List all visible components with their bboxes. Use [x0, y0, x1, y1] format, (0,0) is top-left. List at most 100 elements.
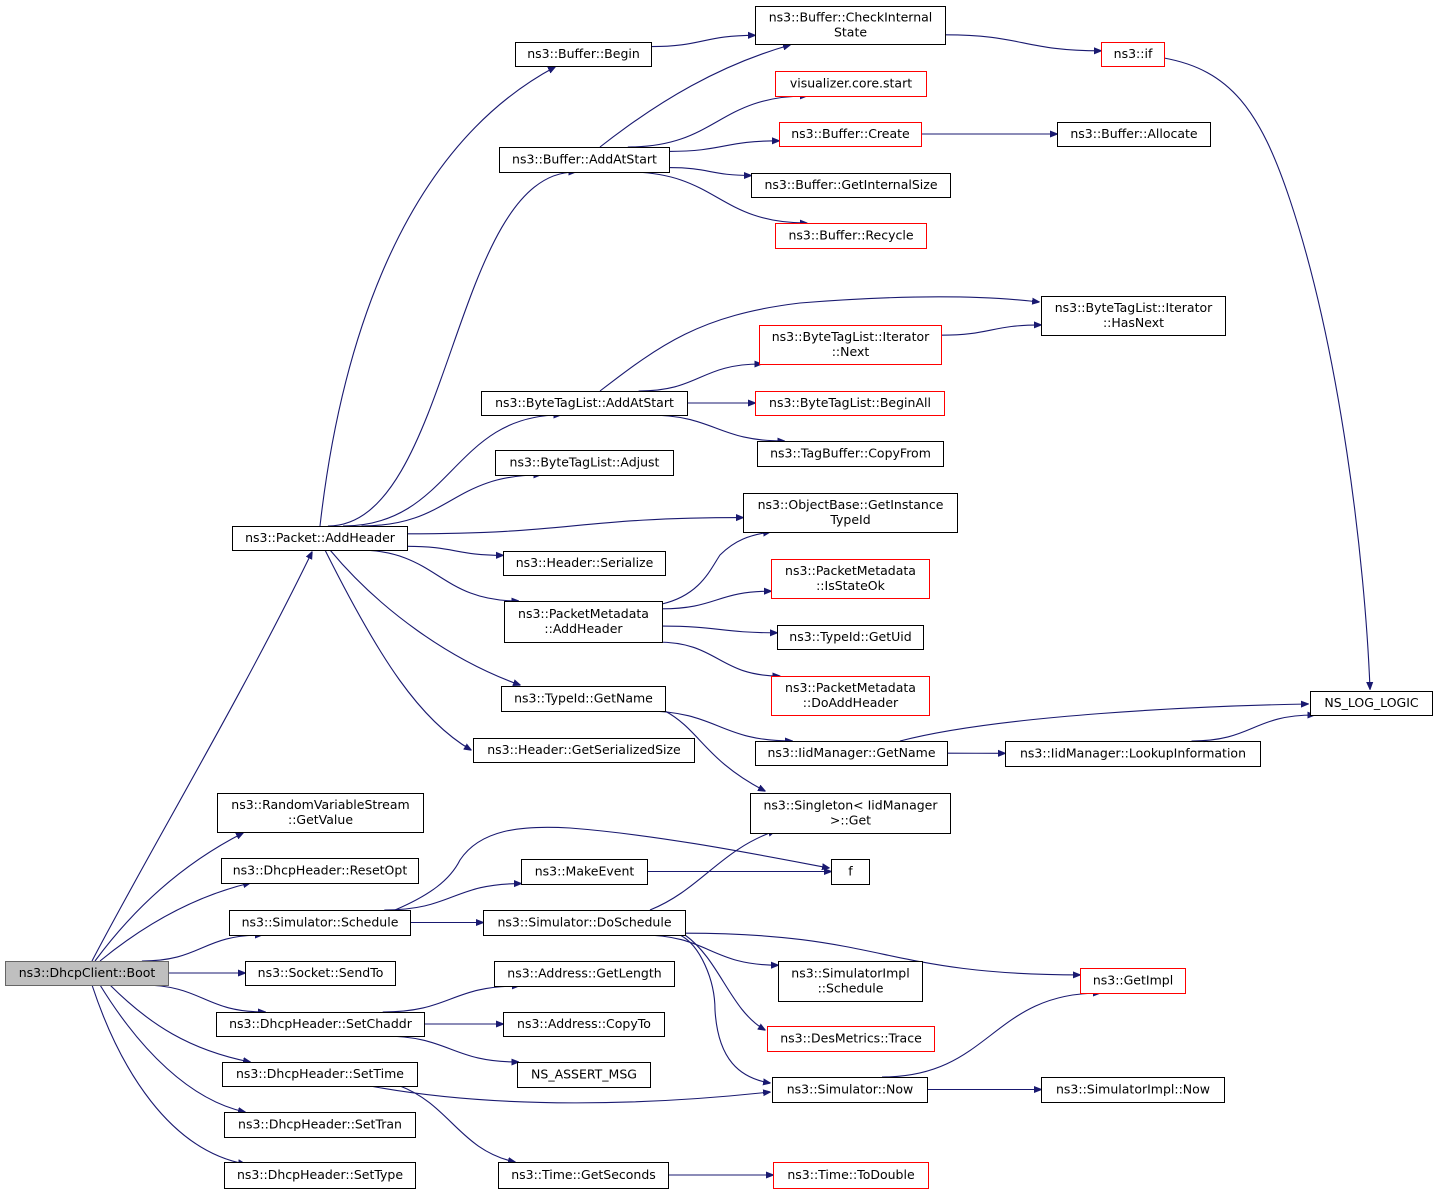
edge-packet-addheader-to-objectbase-getinstancetypeid [406, 518, 743, 535]
node-label: ns3::Time::GetSeconds [511, 1167, 656, 1182]
node-rvs-getvalue[interactable]: ns3::RandomVariableStream::GetValue [217, 793, 424, 833]
node-label: ns3::GetImpl [1093, 973, 1173, 988]
node-box [216, 1012, 425, 1037]
node-address-getlength[interactable]: ns3::Address::GetLength [494, 961, 675, 987]
edges-layer [91, 35, 1370, 1175]
edge-iidmanager-getname-to-ns-log-logic [899, 704, 1308, 742]
edge-packet-addheader-to-btl-addatstart [342, 415, 561, 527]
node-f[interactable]: f [831, 859, 870, 885]
node-typeid-getname[interactable]: ns3::TypeId::GetName [501, 686, 666, 712]
edge-dhcpclient-boot-to-rvs-getvalue [94, 833, 243, 962]
node-pm-doaddheader[interactable]: ns3::PacketMetadata::DoAddHeader [771, 676, 930, 716]
node-label: State [834, 25, 867, 40]
node-box [5, 961, 169, 986]
node-box [494, 961, 675, 987]
edge-btl-iter-next-to-btl-iter-hasnext [940, 325, 1041, 336]
edge-packet-addheader-to-buffer-addatstart [327, 172, 575, 527]
node-box [767, 1026, 935, 1052]
node-label: ns3::Time::ToDouble [787, 1167, 915, 1182]
node-box [777, 625, 924, 650]
edge-simulator-doschedule-to-simulatorimpl-schedule [640, 934, 778, 965]
node-header-getserializedsize[interactable]: ns3::Header::GetSerializedSize [473, 738, 695, 763]
node-buffer-allocate[interactable]: ns3::Buffer::Allocate [1057, 122, 1211, 147]
node-box [755, 741, 948, 766]
edge-pm-addheader-to-objectbase-getinstancetypeid [661, 532, 770, 605]
node-buffer-begin[interactable]: ns3::Buffer::Begin [515, 42, 652, 67]
node-pm-addheader[interactable]: ns3::PacketMetadata::AddHeader [504, 601, 663, 643]
node-btl-addatstart[interactable]: ns3::ByteTagList::AddAtStart [481, 391, 688, 416]
edge-btl-addatstart-to-tagbuffer-copyfrom [647, 414, 784, 441]
node-singleton-get[interactable]: ns3::Singleton< IidManager>::Get [750, 793, 951, 834]
node-buffer-addatstart[interactable]: ns3::Buffer::AddAtStart [499, 147, 670, 173]
node-tagbuffer-copyfrom[interactable]: ns3::TagBuffer::CopyFrom [757, 441, 944, 467]
node-buffer-create[interactable]: ns3::Buffer::Create [779, 122, 922, 147]
node-box [743, 493, 958, 533]
node-dhcpheader-settime[interactable]: ns3::DhcpHeader::SetTime [222, 1062, 418, 1087]
edge-packet-addheader-to-header-getserializedsize [324, 549, 471, 750]
node-box [515, 42, 652, 67]
node-typeid-getuid[interactable]: ns3::TypeId::GetUid [777, 625, 924, 650]
edge-packet-addheader-to-buffer-begin [319, 67, 555, 527]
node-label: ::Next [832, 344, 870, 359]
edge-buffer-addatstart-to-buffer-recycle [627, 171, 807, 223]
node-label: ns3::Simulator::Now [787, 1082, 914, 1097]
node-simulatorimpl-now[interactable]: ns3::SimulatorImpl::Now [1041, 1077, 1225, 1103]
node-ns-log-logic[interactable]: NS_LOG_LOGIC [1310, 691, 1433, 716]
node-simulatorimpl-schedule[interactable]: ns3::SimulatorImpl::Schedule [778, 961, 923, 1002]
node-desmetrics-trace[interactable]: ns3::DesMetrics::Trace [767, 1026, 935, 1052]
node-label: ns3::Buffer::AddAtStart [512, 152, 657, 167]
node-buffer-recycle[interactable]: ns3::Buffer::Recycle [775, 223, 927, 249]
node-pm-isstateok[interactable]: ns3::PacketMetadata::IsStateOk [771, 559, 930, 599]
node-dhcpheader-resetopt[interactable]: ns3::DhcpHeader::ResetOpt [221, 858, 419, 884]
node-time-todouble[interactable]: ns3::Time::ToDouble [773, 1162, 929, 1189]
node-label: ns3::Singleton< IidManager [763, 798, 938, 813]
node-simulator-now[interactable]: ns3::Simulator::Now [772, 1077, 928, 1103]
node-header-serialize[interactable]: ns3::Header::Serialize [503, 551, 666, 576]
node-label: ns3::DhcpHeader::SetTime [236, 1066, 404, 1081]
node-time-getseconds[interactable]: ns3::Time::GetSeconds [498, 1162, 669, 1189]
node-box [229, 910, 411, 936]
edge-pm-addheader-to-pm-isstateok [661, 591, 771, 610]
node-label: ns3::SimulatorImpl::Now [1056, 1082, 1210, 1097]
node-btl-beginall[interactable]: ns3::ByteTagList::BeginAll [755, 391, 945, 416]
node-iidmanager-lookupinformation[interactable]: ns3::IidManager::LookupInformation [1005, 741, 1261, 767]
node-visualizer-start[interactable]: visualizer.core.start [775, 71, 927, 97]
node-box [1101, 42, 1165, 67]
node-dhcpheader-setchaddr[interactable]: ns3::DhcpHeader::SetChaddr [216, 1012, 425, 1037]
node-packet-addheader[interactable]: ns3::Packet::AddHeader [232, 526, 408, 551]
node-simulator-schedule[interactable]: ns3::Simulator::Schedule [229, 910, 411, 936]
node-makeevent[interactable]: ns3::MakeEvent [521, 859, 648, 885]
node-btl-iter-hasnext[interactable]: ns3::ByteTagList::Iterator::HasNext [1041, 296, 1226, 336]
node-box [473, 738, 695, 763]
node-box [245, 961, 396, 986]
node-box [504, 601, 663, 643]
node-address-copyto[interactable]: ns3::Address::CopyTo [503, 1012, 665, 1037]
node-box [775, 223, 927, 249]
node-dhcpclient-boot[interactable]: ns3::DhcpClient::Boot [5, 961, 169, 986]
node-label: ns3::ByteTagList::Iterator [772, 329, 930, 344]
node-getimpl[interactable]: ns3::GetImpl [1080, 968, 1186, 994]
node-box [224, 1162, 416, 1189]
node-label: ns3::Buffer::CheckInternal [769, 10, 933, 25]
edge-simulator-doschedule-to-getimpl [684, 932, 1080, 975]
node-btl-adjust[interactable]: ns3::ByteTagList::Adjust [495, 450, 674, 476]
node-label: >::Get [830, 813, 871, 828]
node-box [755, 6, 946, 45]
node-dhcpheader-settype[interactable]: ns3::DhcpHeader::SetType [224, 1162, 416, 1189]
node-simulator-doschedule[interactable]: ns3::Simulator::DoSchedule [483, 910, 686, 936]
node-box [751, 173, 951, 198]
node-ns3-if[interactable]: ns3::if [1101, 42, 1165, 67]
edge-packet-addheader-to-pm-addheader [357, 549, 518, 601]
node-label: ns3::IidManager::LookupInformation [1020, 746, 1246, 761]
node-label: ns3::SimulatorImpl [791, 966, 909, 981]
node-label: ns3::ByteTagList::BeginAll [769, 395, 931, 410]
node-dhcpheader-settran[interactable]: ns3::DhcpHeader::SetTran [224, 1112, 416, 1138]
node-iidmanager-getname[interactable]: ns3::IidManager::GetName [755, 741, 948, 766]
node-buffer-getinternalsize[interactable]: ns3::Buffer::GetInternalSize [751, 173, 951, 198]
node-btl-iter-next[interactable]: ns3::ByteTagList::Iterator::Next [759, 325, 942, 365]
node-ns-assert-msg[interactable]: NS_ASSERT_MSG [517, 1062, 651, 1088]
node-label: ns3::ByteTagList::Adjust [510, 455, 660, 470]
node-socket-sendto[interactable]: ns3::Socket::SendTo [245, 961, 396, 986]
